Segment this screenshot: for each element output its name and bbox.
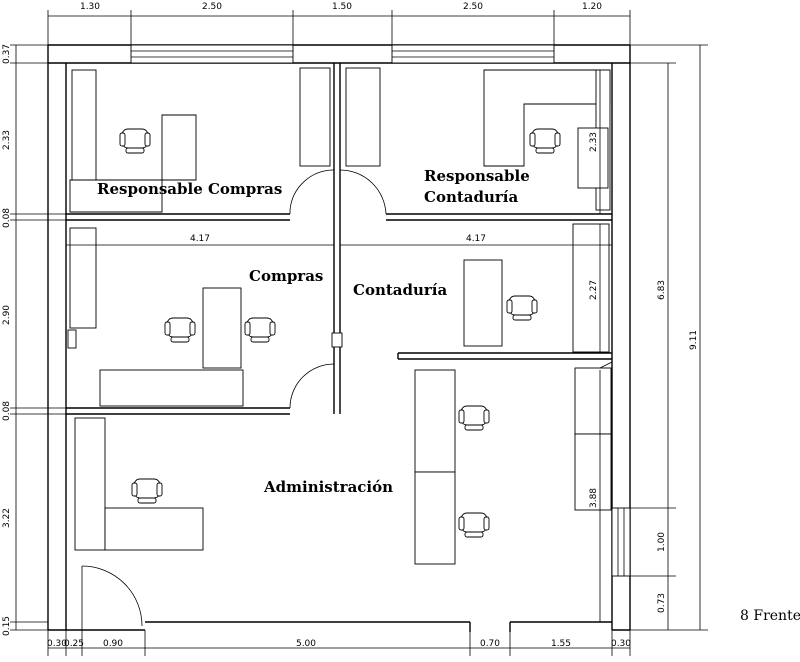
dim-bottom-1: 0.30 (47, 639, 67, 649)
dim-top-5: 1.20 (582, 2, 602, 12)
chair-icon (244, 317, 276, 343)
dim-bottom-6: 1.55 (551, 639, 571, 649)
top-dimension-labels: 1.30 2.50 1.50 2.50 1.20 (80, 2, 602, 12)
chairs (119, 128, 561, 538)
dim-top-4: 2.50 (463, 2, 483, 12)
dim-bottom-5: 0.70 (480, 639, 500, 649)
chair-icon (119, 128, 151, 154)
dim-window-right-1: 1.00 (657, 532, 667, 552)
chair-icon (506, 295, 538, 321)
bottom-dimension-labels: 0.30 0.25 0.90 5.00 0.70 1.55 0.30 (47, 639, 631, 649)
dimension-lines (10, 10, 708, 656)
chair-icon (529, 128, 561, 154)
dim-right-upper-room: 2.33 (589, 132, 599, 152)
room-label-responsable-compras: Responsable Compras (97, 180, 282, 198)
right-window (611, 507, 631, 577)
dim-top-1: 1.30 (80, 2, 100, 12)
front-note: 8 Frente (740, 608, 800, 624)
dim-left-1: 0.37 (2, 44, 12, 64)
top-windows (130, 44, 555, 64)
dim-left-5: 0.08 (2, 401, 12, 421)
interior-walls (66, 63, 612, 415)
doors (81, 169, 613, 630)
dim-interior-left: 4.17 (190, 234, 210, 244)
dim-window-right-2: 0.73 (657, 593, 667, 613)
chair-icon (458, 405, 490, 431)
dim-left-6: 3.22 (2, 508, 12, 528)
chair-icon (458, 512, 490, 538)
room-label-compras: Compras (249, 267, 323, 285)
dim-top-2: 2.50 (202, 2, 222, 12)
room-label-contaduria: Contaduría (353, 281, 447, 299)
room-label-responsable-contaduria-line1: Responsable (424, 167, 530, 185)
room-labels: Responsable Compras Responsable Contadur… (97, 167, 530, 496)
dim-top-3: 1.50 (332, 2, 352, 12)
dim-right-lower-room: 3.88 (589, 488, 599, 508)
dim-bottom-2: 0.25 (64, 639, 84, 649)
dim-left-2: 2.33 (2, 130, 12, 150)
interior-dimension-labels: 4.17 4.17 2.33 2.27 3.88 6.83 9.11 1.00 … (190, 132, 699, 613)
dim-left-4: 2.90 (2, 305, 12, 325)
dim-right-outer-a: 6.83 (657, 280, 667, 300)
dim-interior-right: 4.17 (466, 234, 486, 244)
dim-bottom-3: 0.90 (103, 639, 123, 649)
dim-right-outer-b: 9.11 (689, 330, 699, 350)
dim-left-3: 0.08 (2, 208, 12, 228)
room-label-responsable-contaduria-line2: Contaduría (424, 188, 518, 206)
chair-icon (131, 478, 163, 504)
dim-bottom-7: 0.30 (611, 639, 631, 649)
dim-bottom-4: 5.00 (296, 639, 316, 649)
left-dimension-labels: 0.37 2.33 0.08 2.90 0.08 3.22 0.15 (2, 44, 12, 636)
dim-right-mid-room: 2.27 (589, 280, 599, 300)
chair-icon (164, 317, 196, 343)
dim-left-7: 0.15 (2, 616, 12, 636)
room-label-administracion: Administración (263, 478, 393, 496)
